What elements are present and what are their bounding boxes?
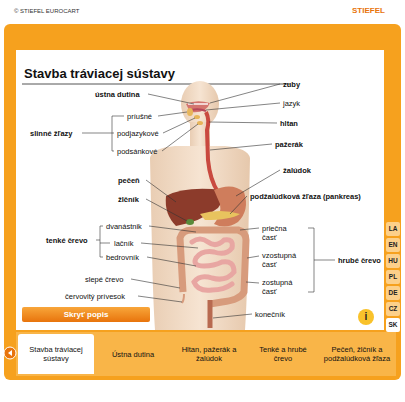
- part-label: pažerák: [275, 140, 303, 149]
- tab: Ústna dutina: [96, 334, 170, 374]
- language-button: PL: [386, 270, 400, 284]
- tab: Pečeň, žlčník a podžalúdková žľaza: [320, 334, 394, 374]
- part-label: podjazykové: [117, 129, 159, 138]
- part-label: žalúdok: [283, 166, 311, 175]
- part-label: zuby: [283, 80, 300, 89]
- part-label: priečna časť: [262, 224, 296, 242]
- tab: Tenké a hrubé črevo: [248, 334, 318, 374]
- tab: Hltan, pažerák a žalúdok: [172, 334, 246, 374]
- part-label: hltan: [280, 119, 298, 128]
- language-button: EN: [386, 238, 400, 252]
- info-icon: i: [358, 309, 374, 325]
- part-label: jazyk: [283, 99, 300, 108]
- button-text: SK: [388, 321, 397, 329]
- part-label: zostupná časť: [262, 278, 302, 296]
- part-label: tenké črevo: [46, 236, 88, 245]
- part-label: príušné: [127, 112, 152, 121]
- frame: [4, 24, 401, 380]
- button-text: LA: [389, 225, 398, 233]
- button-text: Pečeň, žlčník a podžalúdková žľaza: [322, 345, 392, 363]
- body-figure: [150, 81, 250, 330]
- back-arrow: [8, 350, 12, 356]
- button-text: PL: [389, 273, 397, 281]
- content-panel: [16, 50, 384, 330]
- part-label: podsánkové: [117, 147, 157, 156]
- tab-active: Stavba tráviacej sústavy: [18, 334, 94, 374]
- back-button: [4, 347, 16, 359]
- button-text: Hltan, pažerák a žalúdok: [174, 345, 244, 363]
- button-text: Ústna dutina: [112, 350, 154, 359]
- language-button: SK: [386, 318, 400, 332]
- title: Stavba tráviacej sústavy: [24, 66, 175, 81]
- button-text: DE: [388, 289, 397, 297]
- part-label: slinné žľazy: [30, 129, 73, 138]
- tab-bar: [16, 332, 396, 376]
- part-label: červovitý prívesok: [65, 292, 125, 301]
- header-bar: [0, 0, 405, 22]
- button-text: CZ: [389, 305, 398, 313]
- button-text: Tenké a hrubé črevo: [250, 345, 316, 363]
- language-button: LA: [386, 222, 400, 236]
- part-label: vzostupná časť: [262, 251, 304, 269]
- brand-logo: STIEFEL: [352, 6, 385, 16]
- button-text: Stavba tráviacej sústavy: [20, 345, 92, 363]
- copyright-text: © STIEFEL EUROCART: [14, 7, 79, 15]
- language-button: HU: [386, 254, 400, 268]
- part-label: podžalúdková žľaza (pankreas): [250, 192, 361, 201]
- part-label: dvanástnik: [106, 222, 142, 231]
- button-text: EN: [388, 241, 397, 249]
- leader-lines: [82, 84, 335, 318]
- part-label: žlčník: [118, 195, 139, 204]
- language-button: CZ: [386, 302, 400, 316]
- part-label: konečník: [255, 310, 285, 319]
- title-rule: [22, 84, 290, 85]
- part-label: ústna dutina: [95, 90, 140, 99]
- button-text: HU: [388, 257, 397, 265]
- button: Skryť popis: [22, 307, 150, 322]
- button-text: i: [365, 311, 368, 323]
- language-button: DE: [386, 286, 400, 300]
- part-label: slepé črevo: [85, 275, 123, 284]
- part-label: bedrovník: [106, 253, 139, 262]
- part-label: pečeň: [118, 176, 140, 185]
- part-label: lačník: [114, 239, 134, 248]
- button-text: Skryť popis: [64, 310, 109, 320]
- part-label: hrubé črevo: [338, 256, 381, 265]
